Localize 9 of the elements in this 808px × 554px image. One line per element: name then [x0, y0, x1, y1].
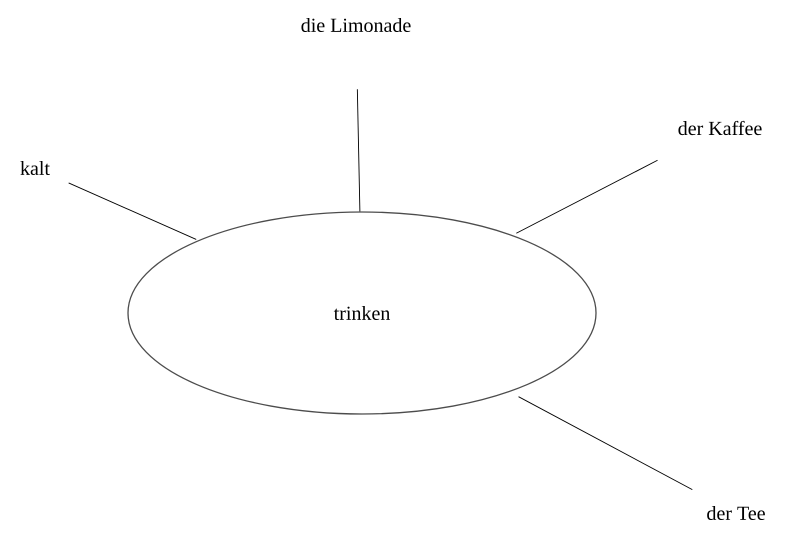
- word-label: die Limonade: [301, 18, 411, 32]
- connector-line: [518, 396, 693, 490]
- connector-line: [516, 160, 658, 234]
- connector-line: [68, 182, 197, 240]
- connector-line: [356, 88, 360, 212]
- ellipse-node: trinken: [127, 211, 597, 415]
- word-label: der Kaffee: [678, 120, 762, 136]
- word-label: kalt: [20, 160, 50, 176]
- word-label: der Tee: [707, 506, 765, 520]
